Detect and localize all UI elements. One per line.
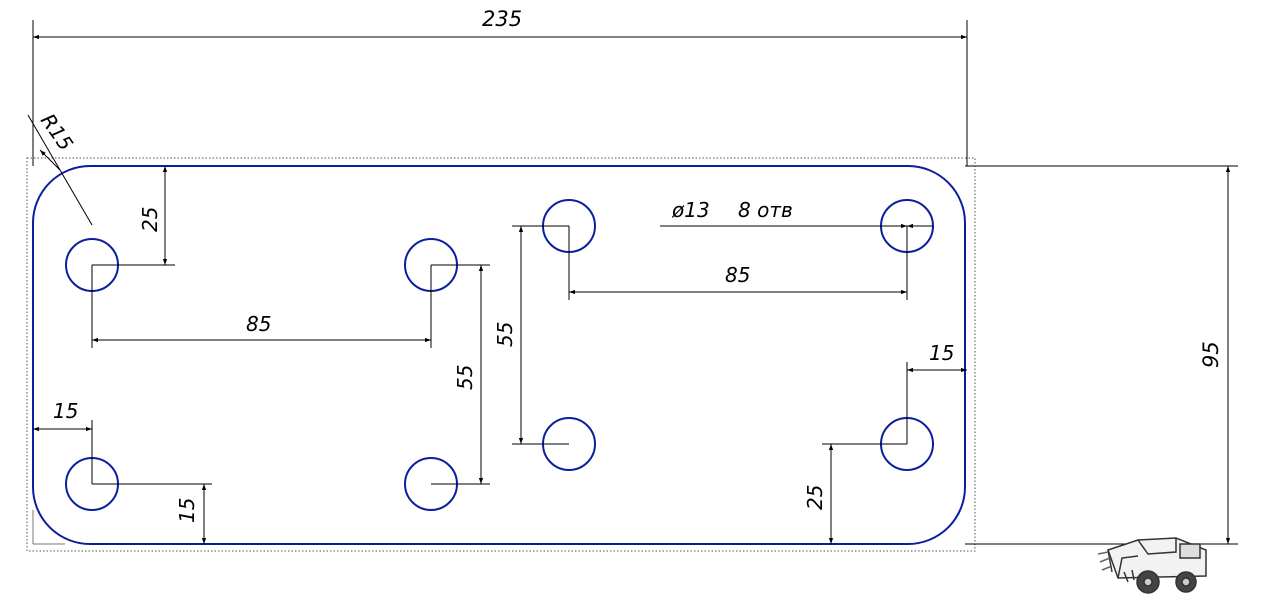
truck-logo-icon — [1097, 537, 1207, 594]
dimension-lines — [27, 20, 1238, 545]
plate-outline — [32, 165, 966, 545]
view-frame — [26, 157, 976, 552]
dimension-texts: 235 95 R15 25 85 55 55 85 ø13 8 отв 15 1… — [36, 7, 1223, 523]
top-offset-left-label: 25 — [138, 207, 162, 232]
hole-pitch-right-label: 85 — [725, 263, 750, 287]
edge-offset-bottom-label: 15 — [175, 498, 199, 523]
origin-marker-icon — [32, 510, 65, 545]
vertical-pitch-mid-label: 55 — [453, 365, 477, 390]
hole-diameter-label: ø13 — [671, 198, 710, 222]
hole-count-label: 8 отв — [738, 198, 793, 222]
bottom-offset-right-label: 25 — [803, 485, 827, 510]
corner-radius-label: R15 — [36, 109, 78, 155]
hole-pitch-left-label: 85 — [246, 312, 271, 336]
edge-offset-right-label: 15 — [929, 341, 954, 365]
overall-length-label: 235 — [482, 7, 522, 31]
vertical-pitch-center-label: 55 — [493, 322, 517, 347]
overall-width-label: 95 — [1199, 341, 1223, 368]
edge-offset-left-label: 15 — [53, 399, 78, 423]
holes — [65, 199, 934, 511]
